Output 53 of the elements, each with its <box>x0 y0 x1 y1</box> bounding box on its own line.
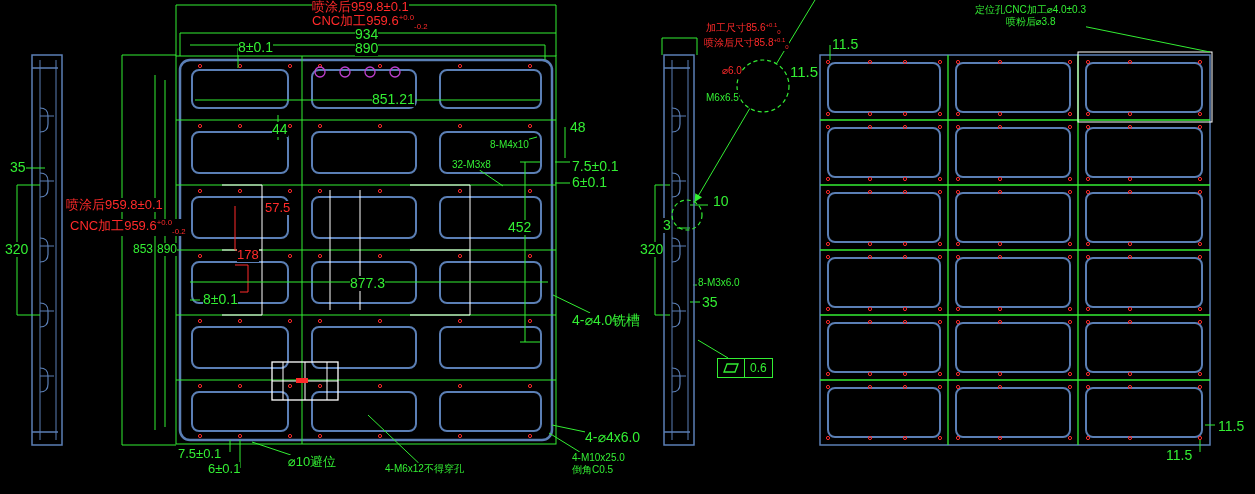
leader-line <box>775 0 816 65</box>
dimension-label: 喷涂后959.8±0.1 <box>66 198 163 212</box>
annotation-text: 4-⌀4.0铣槽 <box>572 313 641 329</box>
leader-line <box>528 136 538 140</box>
dimension-label: M6x6.5 <box>706 93 739 104</box>
dimension-label: 877.3 <box>350 276 386 291</box>
leader-line <box>551 424 586 433</box>
tolerance-value: 0.6 <box>750 361 767 375</box>
dimension-label: 11.5 <box>1166 448 1193 463</box>
dimension-label: 35 <box>10 160 26 175</box>
leader-line <box>552 294 591 314</box>
dimension-label: 8-M3x6.0 <box>698 278 740 289</box>
dimension-label: 3 <box>663 218 671 233</box>
annotation-text: 8-M4x10 <box>490 139 529 150</box>
dimension-label: 853 <box>133 243 154 256</box>
dimension-label: 8±0.1 <box>238 40 273 55</box>
annotation-text: 4-M6x12不得穿孔 <box>385 463 464 474</box>
dimension-label: 851.21 <box>372 92 415 107</box>
dimension-label: 8±0.1 <box>203 292 238 307</box>
leader-line <box>1085 26 1211 53</box>
dimension-label: 35 <box>702 295 718 310</box>
dimension-label: 10 <box>713 194 729 209</box>
leader-line <box>251 441 292 456</box>
dimension-label: 48 <box>570 120 586 135</box>
dimension-label: 11.5 <box>1218 419 1245 434</box>
dimension-label: 11.5 <box>832 37 859 52</box>
leader-line <box>367 414 420 464</box>
dimension-label: 57.5 <box>265 201 291 215</box>
arrow <box>694 107 751 203</box>
leader-line <box>479 169 504 187</box>
dimension-label: 喷涂后959.8±0.1 <box>312 0 409 14</box>
dimension-label: 7.5±0.1 <box>178 447 222 461</box>
dimension-label: 178 <box>237 248 259 262</box>
annotation-text: 4-M10x25.0 <box>572 452 625 464</box>
annotation-text: 4-⌀4x6.0 <box>585 430 641 446</box>
dimension-label: 6±0.1 <box>572 175 607 190</box>
dimension-label: 7.5±0.1 <box>572 159 619 174</box>
dimension-label: 6±0.1 <box>208 462 241 476</box>
annotation-text: 32-M3x8 <box>452 159 491 170</box>
tolerance-frame <box>717 358 773 378</box>
leader-line <box>548 432 581 453</box>
dimension-label: 320 <box>5 242 29 257</box>
dimension-label: 452 <box>508 220 532 235</box>
dimension-label: 890 <box>157 243 178 256</box>
annotation-text: ⌀10避位 <box>288 455 337 470</box>
leader-line <box>697 339 729 359</box>
dimension-label: 890 <box>355 41 379 56</box>
annotation-text: 定位孔CNC加工⌀4.0±0.3 <box>975 4 1086 16</box>
dimension-label: 11.5 <box>790 64 819 80</box>
dimension-label: ⌀6.0 <box>722 66 742 77</box>
dimension-label: 44 <box>272 122 288 137</box>
dimension-label: 320 <box>640 242 664 257</box>
detail-marker-circle <box>672 200 702 230</box>
